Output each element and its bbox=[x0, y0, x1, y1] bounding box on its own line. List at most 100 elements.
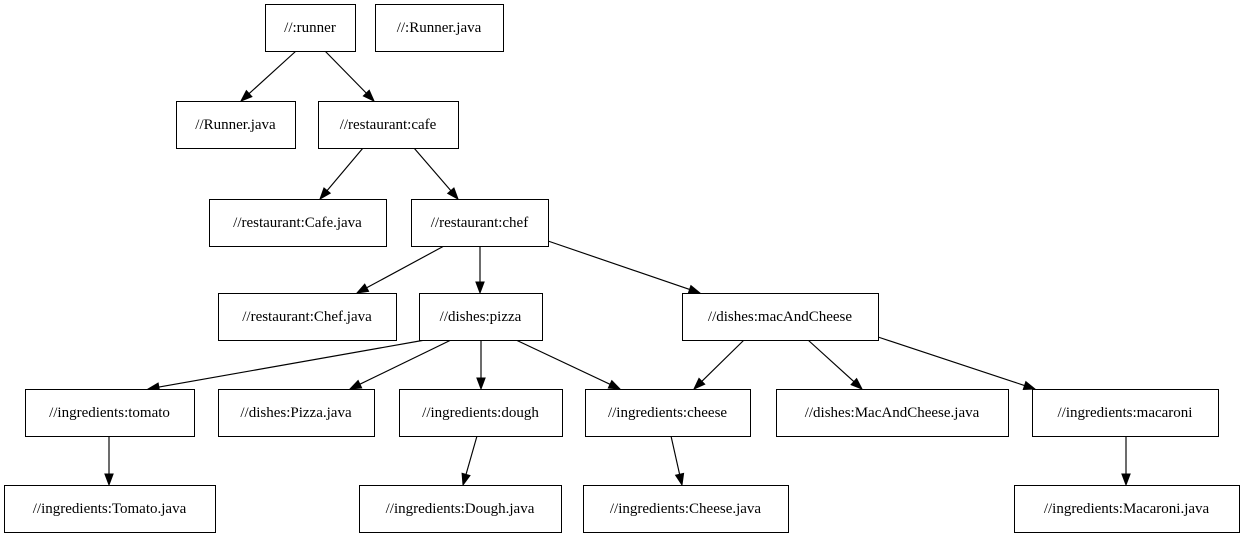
node-label: //restaurant:Chef.java bbox=[242, 309, 372, 325]
node-label: //ingredients:Tomato.java bbox=[33, 501, 187, 517]
edge-arrowhead-icon bbox=[348, 379, 363, 390]
edge-arrowhead-icon bbox=[1121, 473, 1131, 487]
graph-node-ing-tomato-java[interactable]: //ingredients:Tomato.java bbox=[4, 485, 216, 533]
node-box[interactable] bbox=[682, 293, 879, 341]
node-box[interactable] bbox=[419, 293, 543, 341]
graph-node-runner-java-root[interactable]: //:Runner.java bbox=[375, 4, 504, 52]
edge-dishes-pizza-to-ing-cheese bbox=[515, 339, 622, 390]
node-label: //dishes:Pizza.java bbox=[240, 405, 352, 421]
edge-restaurant-cafe-to-restaurant-chef bbox=[413, 147, 459, 201]
edge-dishes-pizza-to-ing-dough bbox=[476, 340, 486, 391]
node-label: //Runner.java bbox=[195, 117, 276, 133]
node-box[interactable] bbox=[375, 4, 504, 52]
graph-node-ing-macaroni-java[interactable]: //ingredients:Macaroni.java bbox=[1014, 485, 1240, 533]
edge-arrowhead-icon bbox=[476, 377, 486, 391]
node-box[interactable] bbox=[218, 293, 397, 341]
node-box[interactable] bbox=[209, 199, 387, 247]
node-box[interactable] bbox=[411, 199, 549, 247]
edge-line bbox=[877, 336, 1025, 387]
edge-arrowhead-icon bbox=[850, 377, 864, 390]
edge-arrowhead-icon bbox=[355, 283, 370, 294]
graph-node-dishes-pizza[interactable]: //dishes:pizza bbox=[419, 293, 543, 341]
edge-arrowhead-icon bbox=[446, 187, 459, 201]
edge-arrowhead-icon bbox=[674, 472, 685, 487]
edge-restaurant-chef-to-restaurant-chef-java bbox=[355, 245, 445, 294]
edge-ing-cheese-to-ing-cheese-java bbox=[670, 435, 685, 487]
node-label: //ingredients:dough bbox=[422, 405, 539, 421]
edge-arrowhead-icon bbox=[687, 284, 702, 294]
node-box[interactable] bbox=[399, 389, 563, 437]
graph-node-runner-target[interactable]: //:runner bbox=[265, 4, 356, 52]
node-label: //restaurant:chef bbox=[431, 215, 528, 231]
node-box[interactable] bbox=[585, 389, 751, 437]
edge-line bbox=[158, 339, 426, 388]
edge-arrowhead-icon bbox=[461, 472, 471, 487]
graph-node-restaurant-chef-java[interactable]: //restaurant:Chef.java bbox=[218, 293, 397, 341]
edge-line bbox=[670, 435, 681, 475]
node-label: //restaurant:Cafe.java bbox=[233, 215, 362, 231]
edge-runner-target-to-restaurant-cafe bbox=[324, 50, 376, 103]
node-box[interactable] bbox=[25, 389, 195, 437]
node-label: //:Runner.java bbox=[397, 20, 482, 36]
node-box[interactable] bbox=[583, 485, 789, 533]
edge-dishes-pizza-to-ing-tomato bbox=[146, 339, 426, 392]
edge-arrowhead-icon bbox=[239, 89, 253, 102]
edge-arrowhead-icon bbox=[319, 187, 332, 201]
graph-node-ing-cheese-java[interactable]: //ingredients:Cheese.java bbox=[583, 485, 789, 533]
node-label: //ingredients:tomato bbox=[49, 405, 170, 421]
node-box[interactable] bbox=[776, 389, 1009, 437]
graph-node-dishes-pizza-java[interactable]: //dishes:Pizza.java bbox=[218, 389, 375, 437]
edge-dishes-macandcheese-to-ing-cheese bbox=[692, 339, 745, 391]
graph-node-ing-cheese[interactable]: //ingredients:cheese bbox=[585, 389, 751, 437]
edge-line bbox=[465, 435, 478, 475]
graph-node-dishes-macandcheese-java[interactable]: //dishes:MacAndCheese.java bbox=[776, 389, 1009, 437]
graph-node-ing-macaroni[interactable]: //ingredients:macaroni bbox=[1032, 389, 1219, 437]
edge-arrowhead-icon bbox=[1022, 380, 1037, 390]
node-label: //dishes:macAndCheese bbox=[708, 309, 852, 325]
edges-layer bbox=[104, 50, 1131, 487]
graph-node-restaurant-chef[interactable]: //restaurant:chef bbox=[411, 199, 549, 247]
node-label: //ingredients:macaroni bbox=[1058, 405, 1193, 421]
edge-line bbox=[366, 245, 445, 289]
edge-line bbox=[547, 240, 690, 290]
edge-restaurant-chef-to-dishes-macandcheese bbox=[547, 240, 702, 294]
edge-arrowhead-icon bbox=[104, 473, 114, 487]
node-box[interactable] bbox=[176, 101, 296, 149]
node-box[interactable] bbox=[218, 389, 375, 437]
edge-arrowhead-icon bbox=[607, 379, 622, 390]
edge-restaurant-chef-to-dishes-pizza bbox=[475, 246, 485, 295]
node-box[interactable] bbox=[318, 101, 459, 149]
edge-line bbox=[324, 50, 367, 94]
node-label: //:runner bbox=[284, 20, 336, 36]
edge-ing-macaroni-to-ing-macaroni-java bbox=[1121, 436, 1131, 487]
edge-restaurant-cafe-to-restaurant-cafe-java bbox=[319, 147, 364, 201]
graph-node-ing-dough[interactable]: //ingredients:dough bbox=[399, 389, 563, 437]
edge-dishes-macandcheese-to-ing-macaroni bbox=[877, 336, 1037, 390]
node-label: //dishes:pizza bbox=[440, 309, 522, 325]
edge-line bbox=[515, 339, 611, 385]
node-box[interactable] bbox=[1032, 389, 1219, 437]
node-label: //ingredients:cheese bbox=[608, 405, 727, 421]
graph-node-runner-java[interactable]: //Runner.java bbox=[176, 101, 296, 149]
edge-ing-dough-to-ing-dough-java bbox=[461, 435, 478, 487]
node-box[interactable] bbox=[4, 485, 216, 533]
edge-dishes-pizza-to-dishes-pizza-java bbox=[348, 339, 452, 390]
graph-node-ing-dough-java[interactable]: //ingredients:Dough.java bbox=[359, 485, 562, 533]
edge-arrowhead-icon bbox=[362, 89, 376, 103]
edge-arrowhead-icon bbox=[692, 377, 706, 391]
node-box[interactable] bbox=[1014, 485, 1240, 533]
node-label: //dishes:MacAndCheese.java bbox=[805, 405, 980, 421]
nodes-layer: //:runner //:Runner.java //Runner.java //re… bbox=[4, 4, 1240, 533]
graph-node-dishes-macandcheese[interactable]: //dishes:macAndCheese bbox=[682, 293, 879, 341]
node-box[interactable] bbox=[265, 4, 356, 52]
edge-line bbox=[248, 50, 297, 95]
graph-node-restaurant-cafe-java[interactable]: //restaurant:Cafe.java bbox=[209, 199, 387, 247]
graph-node-ing-tomato[interactable]: //ingredients:tomato bbox=[25, 389, 195, 437]
edge-line bbox=[701, 339, 745, 382]
edge-ing-tomato-to-ing-tomato-java bbox=[104, 436, 114, 487]
edge-line bbox=[413, 147, 452, 192]
node-box[interactable] bbox=[359, 485, 562, 533]
graph-node-restaurant-cafe[interactable]: //restaurant:cafe bbox=[318, 101, 459, 149]
